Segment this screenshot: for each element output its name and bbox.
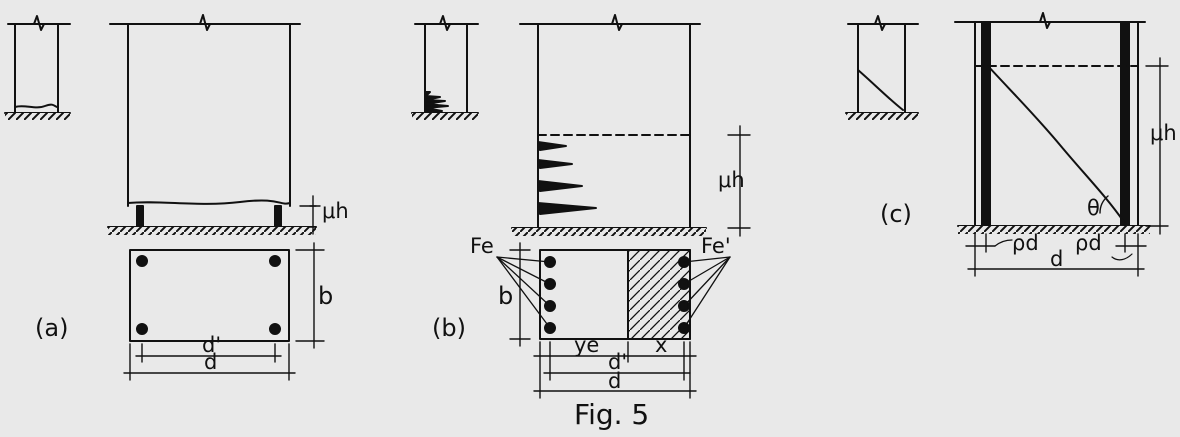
panel-b-wall-elevation <box>511 14 751 237</box>
panel-a <box>4 14 325 381</box>
panel-c-small-wall <box>845 15 919 120</box>
fe-prime-leader-lines <box>683 256 731 329</box>
text-labels: μh b (a) d' d μh Fe Fe' b (b) ye x d' d … <box>35 121 1177 431</box>
panel-b-dim-x: x <box>655 333 667 357</box>
panel-b-label: (b) <box>432 314 466 342</box>
panel-c-dim-pd-right: ρd <box>1075 231 1102 255</box>
panel-a-small-wall <box>4 15 71 120</box>
panel-a-dim-d-prime: d' <box>202 333 221 357</box>
panel-b-label-fe-prime: Fe' <box>701 234 731 258</box>
panel-b-dim-ye: ye <box>574 333 599 357</box>
figure-caption: Fig. 5 <box>574 398 649 431</box>
panel-b-label-fe: Fe <box>470 234 494 258</box>
panel-c-dim-height: μh <box>1150 121 1177 145</box>
panel-a-dim-b: b <box>318 282 333 310</box>
panel-c <box>845 12 1169 277</box>
panel-c-wall-elevation <box>954 12 1169 277</box>
panel-c-dim-d: d <box>1050 247 1063 271</box>
panel-a-wall-elevation <box>107 14 321 235</box>
panel-b-dim-height: μh <box>718 168 745 192</box>
panel-b-dim-d-prime: d' <box>608 350 627 374</box>
panel-a-section-plan <box>123 242 325 381</box>
panel-c-angle: θ <box>1087 196 1100 220</box>
fe-leader-lines <box>496 256 551 329</box>
panel-b-dim-b: b <box>498 282 513 310</box>
panel-a-dim-height: μh <box>322 199 349 223</box>
panel-b-small-wall <box>411 15 479 120</box>
panel-b-dim-d: d <box>608 369 621 393</box>
panel-a-dim-d: d <box>204 350 217 374</box>
panel-b <box>411 14 751 399</box>
panel-c-label: (c) <box>880 200 912 228</box>
panel-a-label: (a) <box>35 314 68 342</box>
panel-c-dim-pd-left: ρd <box>1012 231 1039 255</box>
panel-b-section-plan <box>496 242 731 399</box>
